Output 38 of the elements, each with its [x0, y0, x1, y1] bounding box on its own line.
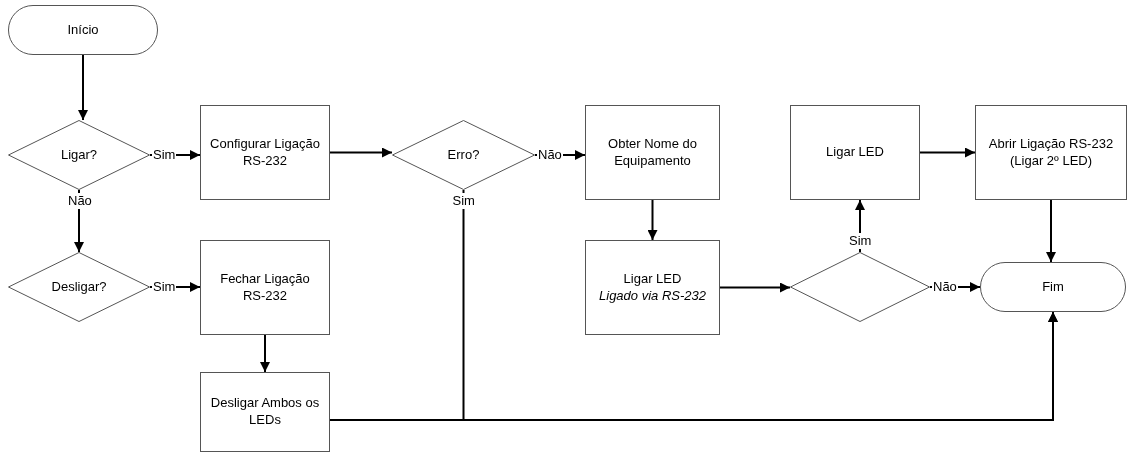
- node-text: Configurar Ligação RS-232: [209, 135, 321, 170]
- arrow: [260, 334, 270, 373]
- node-text: Início: [67, 21, 99, 39]
- node-text: Abrir Ligação RS-232: [988, 135, 1114, 153]
- process-box: [200, 105, 330, 200]
- decision-diamond: [8, 120, 150, 190]
- process-box: [585, 105, 720, 200]
- edge-label: Não: [67, 193, 93, 209]
- terminal-shape: [8, 5, 158, 55]
- node-text: Ligado via RS-232: [599, 287, 706, 305]
- process-box: [200, 372, 330, 452]
- arrow: [719, 282, 791, 293]
- process-box: [200, 240, 330, 335]
- node-text: Ligar?: [60, 146, 98, 164]
- arrow: [78, 54, 88, 121]
- node-text: Erro?: [447, 146, 480, 164]
- node-text: Desligar?: [51, 278, 107, 296]
- arrow: [647, 199, 658, 241]
- decision-diamond: [8, 252, 150, 322]
- node-text: Obter Nome do Equipamento: [607, 135, 698, 170]
- edge-label: Sim: [451, 193, 476, 209]
- process-box: [975, 105, 1127, 200]
- terminal-shape: [980, 262, 1126, 312]
- node-text: (Ligar 2º LED): [1009, 152, 1093, 170]
- node-text: Fim: [1042, 278, 1064, 296]
- decision-diamond: [392, 120, 535, 190]
- arrow: [919, 147, 976, 158]
- arrow: [329, 311, 1058, 421]
- node-text: Fechar Ligação RS-232: [219, 270, 311, 305]
- node-text: Ligar LED: [623, 270, 682, 288]
- decision-diamond: [790, 252, 930, 322]
- arrow: [329, 147, 393, 158]
- node-text: Ligar LED: [826, 144, 884, 161]
- arrow: [1046, 199, 1056, 263]
- edge-label: Sim: [848, 233, 873, 249]
- process-box: [790, 105, 920, 200]
- node-text: Desligar Ambos os LEDs: [209, 395, 321, 429]
- process-box: [585, 240, 720, 335]
